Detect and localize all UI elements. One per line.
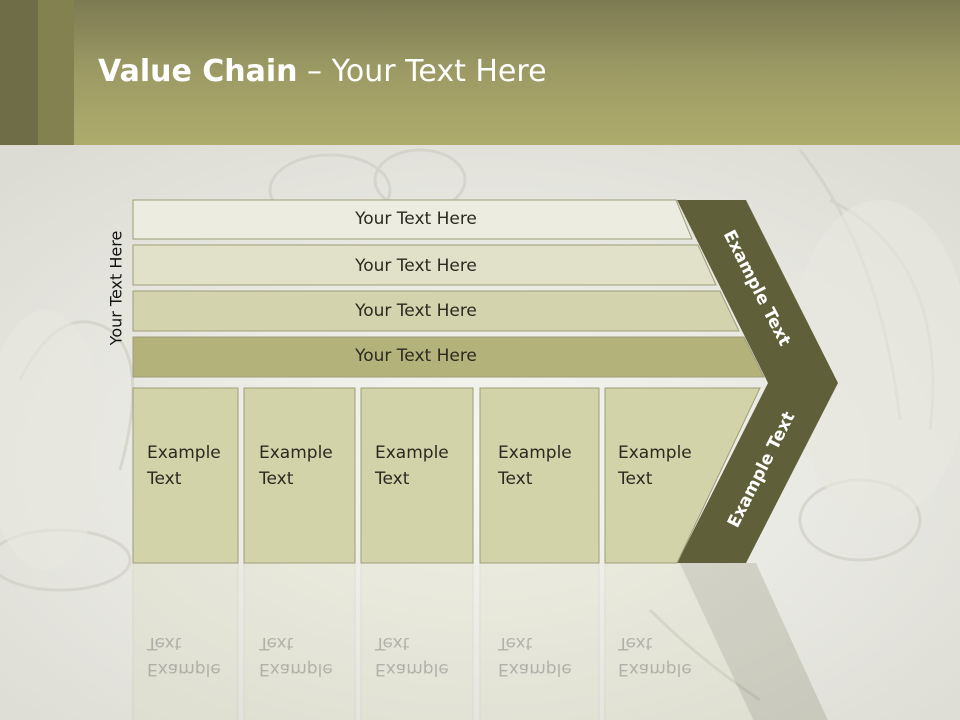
chevron-lower [677, 383, 838, 563]
box-label-5-line2: Text [618, 469, 653, 489]
row-bar-1 [132, 199, 693, 240]
row-bar-4 [132, 336, 765, 378]
box-label-5-line1: Example [618, 443, 692, 463]
box-label-2-line2: Text [259, 469, 294, 489]
box-label-3-line1: Example [375, 443, 449, 463]
box-label-1-line1: Example [147, 443, 221, 463]
header-band [0, 0, 960, 145]
example-box-3 [360, 387, 474, 564]
row-label-3: Your Text Here [355, 301, 477, 321]
title-rest: – Your Text Here [297, 54, 547, 89]
chevron-upper [677, 200, 838, 383]
box-label-4-line2: Text [498, 469, 533, 489]
example-box-4 [479, 387, 600, 564]
example-box-1 [132, 387, 239, 564]
row-label-4: Your Text Here [355, 346, 477, 366]
box-label-2-line1: Example [259, 443, 333, 463]
header-accent-strip-light [38, 0, 74, 145]
box-label-1-line2: Text [147, 469, 182, 489]
row-bar-2 [132, 244, 717, 286]
header-accent-strip [0, 0, 38, 145]
example-box-5 [604, 387, 761, 564]
slide-title: Value Chain – Your Text Here [98, 54, 547, 89]
row-label-1: Your Text Here [355, 209, 477, 229]
box-label-4-line1: Example [498, 443, 572, 463]
box-label-3-line2: Text [375, 469, 410, 489]
example-box-2 [243, 387, 356, 564]
row-label-2: Your Text Here [355, 256, 477, 276]
title-bold: Value Chain [98, 54, 298, 89]
diagram-reflection [132, 562, 828, 720]
row-bar-3 [132, 290, 740, 332]
